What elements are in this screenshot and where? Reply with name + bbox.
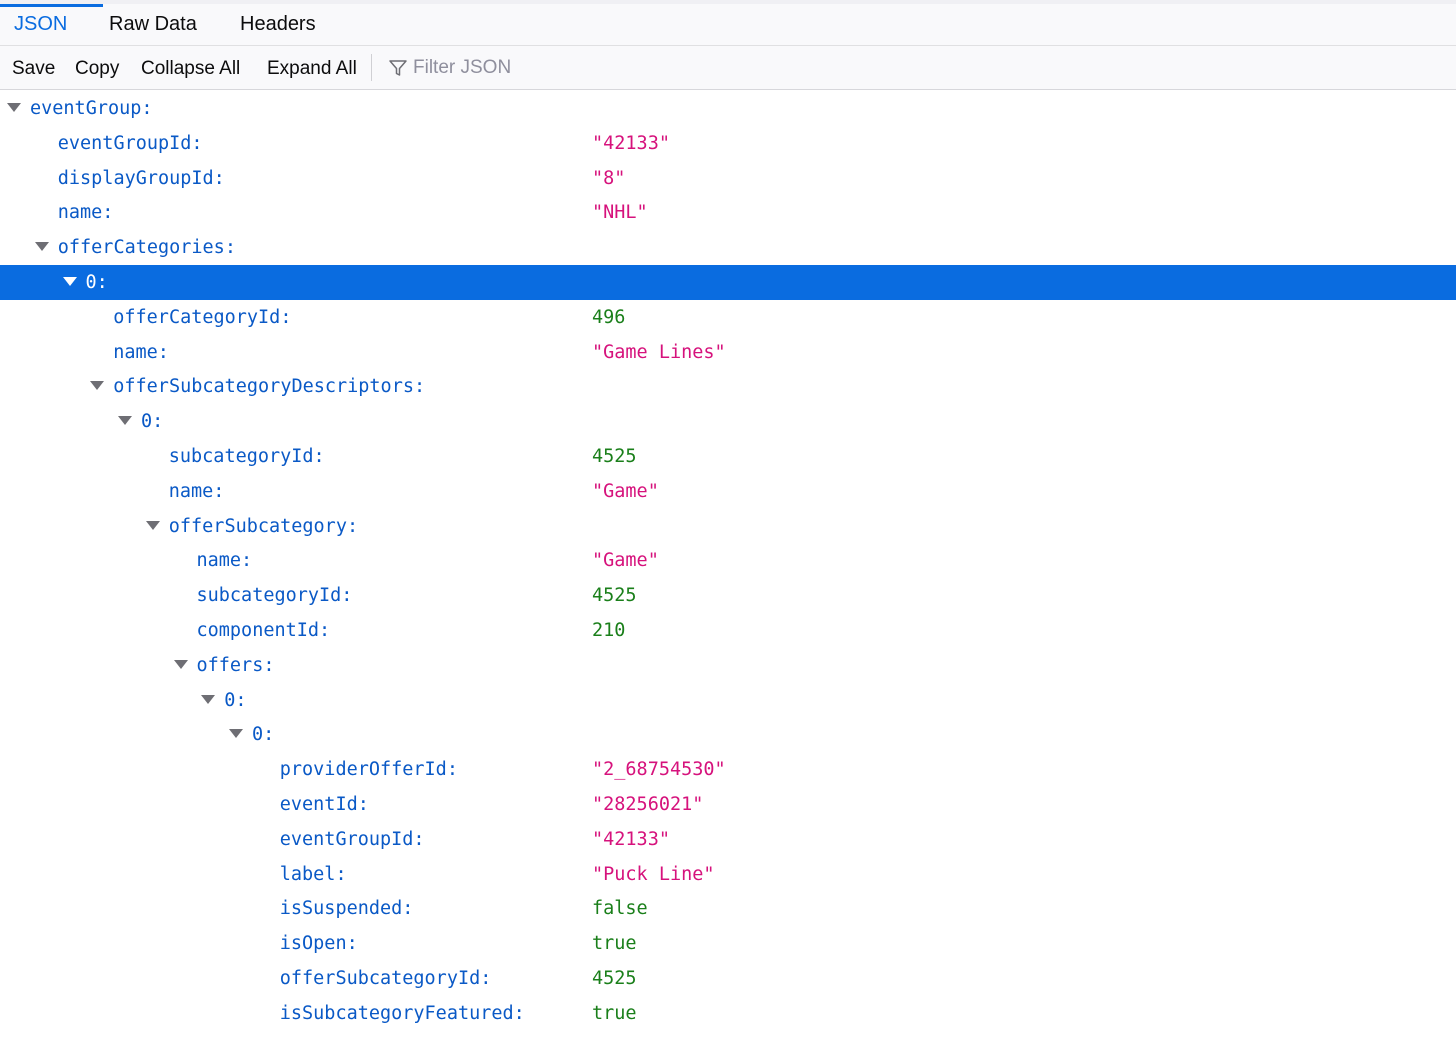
tab-raw-data[interactable]: Raw Data: [109, 4, 197, 45]
tree-value: "28256021": [592, 794, 704, 815]
tree-row[interactable]: subcategoryId: 4525: [0, 578, 1456, 613]
tree-row[interactable]: 0:: [0, 683, 1456, 718]
tree-key: 0:: [141, 411, 164, 433]
tree-row[interactable]: displayGroupId: "8": [0, 161, 1456, 196]
tree-key: offerSubcategory:: [168, 515, 359, 537]
tree-row[interactable]: name: "Game": [0, 474, 1456, 509]
tree-key: name:: [196, 550, 253, 572]
json-toolbar: Save Copy Collapse All Expand All: [0, 46, 1456, 90]
tab-raw-data-label: Raw Data: [109, 13, 197, 35]
tree-key: label:: [279, 863, 347, 885]
tab-headers[interactable]: Headers: [240, 4, 316, 45]
copy-button[interactable]: Copy: [75, 58, 120, 79]
tree-value: "Game": [592, 480, 659, 502]
tree-value: 4525: [592, 585, 637, 607]
tree-row[interactable]: isSuspended: false: [0, 891, 1456, 926]
tree-key: name:: [113, 341, 169, 363]
expand-toggle-icon[interactable]: [62, 277, 77, 286]
tree-row[interactable]: offerSubcategoryDescriptors:: [0, 369, 1456, 404]
tree-value: 4525: [592, 446, 637, 467]
tree-row[interactable]: offerCategories:: [0, 230, 1456, 265]
tree-row[interactable]: 0:: [0, 717, 1456, 752]
tree-row[interactable]: eventGroupId: "42133": [0, 822, 1456, 857]
tree-value: 4525: [592, 968, 637, 989]
tree-row-selected[interactable]: 0:: [0, 265, 1456, 300]
tree-value: "Game": [592, 550, 659, 572]
tree-key: providerOfferId:: [279, 759, 458, 781]
tree-key: isSuspended:: [279, 898, 414, 920]
save-button[interactable]: Save: [12, 58, 56, 79]
tree-value: "2_68754530": [592, 759, 726, 781]
tree-value: 210: [592, 620, 626, 641]
tree-row[interactable]: name: "Game Lines": [0, 335, 1456, 370]
tree-key: eventId:: [279, 794, 369, 815]
tree-row[interactable]: isSubcategoryFeatured: true: [0, 996, 1456, 1031]
tree-key: eventGroup:: [30, 98, 153, 119]
expand-toggle-icon[interactable]: [229, 729, 243, 739]
tree-row[interactable]: eventGroup:: [0, 91, 1456, 126]
tree-row[interactable]: offerSubcategory:: [0, 509, 1456, 544]
tree-key: 0:: [85, 272, 108, 293]
tree-row[interactable]: providerOfferId: "2_68754530": [0, 752, 1456, 787]
tree-value: true: [592, 1002, 637, 1024]
tree-key: 0:: [252, 724, 275, 746]
tab-json-label: JSON: [14, 13, 68, 35]
tree-row[interactable]: name: "Game": [0, 543, 1456, 578]
expand-toggle-icon[interactable]: [145, 520, 160, 530]
tree-value: "Game Lines": [592, 341, 726, 363]
tree-key: subcategoryId:: [196, 585, 353, 607]
tree-row[interactable]: isOpen: true: [0, 926, 1456, 961]
tree-row[interactable]: offerCategoryId: 496: [0, 300, 1456, 335]
filter-box[interactable]: [386, 46, 786, 89]
tree-key: eventGroupId:: [57, 132, 203, 154]
expand-toggle-icon[interactable]: [201, 694, 216, 704]
tree-row[interactable]: name: "NHL": [0, 195, 1456, 230]
tree-value: false: [592, 898, 648, 920]
tree-value: "42133": [592, 132, 670, 154]
tree-key: componentId:: [196, 620, 331, 641]
tree-value: 496: [592, 306, 626, 328]
tree-key: offerCategoryId:: [113, 306, 292, 328]
tree-value: "NHL": [592, 202, 648, 224]
collapse-all-button[interactable]: Collapse All: [141, 58, 241, 79]
tree-value: "42133": [592, 828, 670, 850]
tree-key: subcategoryId:: [168, 446, 325, 467]
tree-row[interactable]: eventId: "28256021": [0, 787, 1456, 822]
tab-headers-label: Headers: [240, 13, 316, 35]
tab-bar: JSON Raw Data Headers: [0, 4, 1456, 46]
tree-value: "8": [592, 167, 626, 189]
tree-value: "Puck Line": [592, 863, 715, 885]
expand-toggle-icon[interactable]: [118, 416, 132, 426]
toolbar-separator: [371, 54, 372, 81]
tab-selected-indicator: [0, 4, 103, 7]
filter-icon: [389, 60, 407, 76]
tree-row[interactable]: eventGroupId: "42133": [0, 126, 1456, 161]
tree-key: name:: [168, 480, 225, 502]
tree-key: 0:: [224, 689, 247, 711]
tree-key: isSubcategoryFeatured:: [279, 1002, 525, 1024]
expand-toggle-icon[interactable]: [90, 381, 105, 391]
tree-key: displayGroupId:: [57, 167, 225, 189]
tree-key: offerCategories:: [57, 237, 236, 259]
tree-value: true: [592, 933, 637, 955]
tree-row[interactable]: offerSubcategoryId: 4525: [0, 961, 1456, 996]
tree-key: offers:: [196, 654, 275, 676]
tree-row[interactable]: 0:: [0, 404, 1456, 439]
tree-row[interactable]: componentId: 210: [0, 613, 1456, 648]
tree-row[interactable]: label: "Puck Line": [0, 857, 1456, 892]
window-top-edge: [0, 0, 1456, 4]
expand-all-button[interactable]: Expand All: [267, 58, 357, 79]
tree-key: name:: [57, 202, 114, 224]
tab-json[interactable]: JSON: [0, 4, 103, 45]
tree-key: offerSubcategoryId:: [279, 968, 492, 989]
tree-key: eventGroupId:: [279, 828, 425, 850]
tree-key: offerSubcategoryDescriptors:: [113, 376, 426, 398]
tree-row[interactable]: subcategoryId: 4525: [0, 439, 1456, 474]
expand-toggle-icon[interactable]: [34, 242, 49, 252]
tree-key: isOpen:: [279, 933, 358, 955]
expand-toggle-icon[interactable]: [173, 659, 188, 669]
expand-toggle-icon[interactable]: [7, 103, 21, 112]
filter-json-input[interactable]: [413, 52, 773, 84]
tree-row[interactable]: offers:: [0, 648, 1456, 683]
